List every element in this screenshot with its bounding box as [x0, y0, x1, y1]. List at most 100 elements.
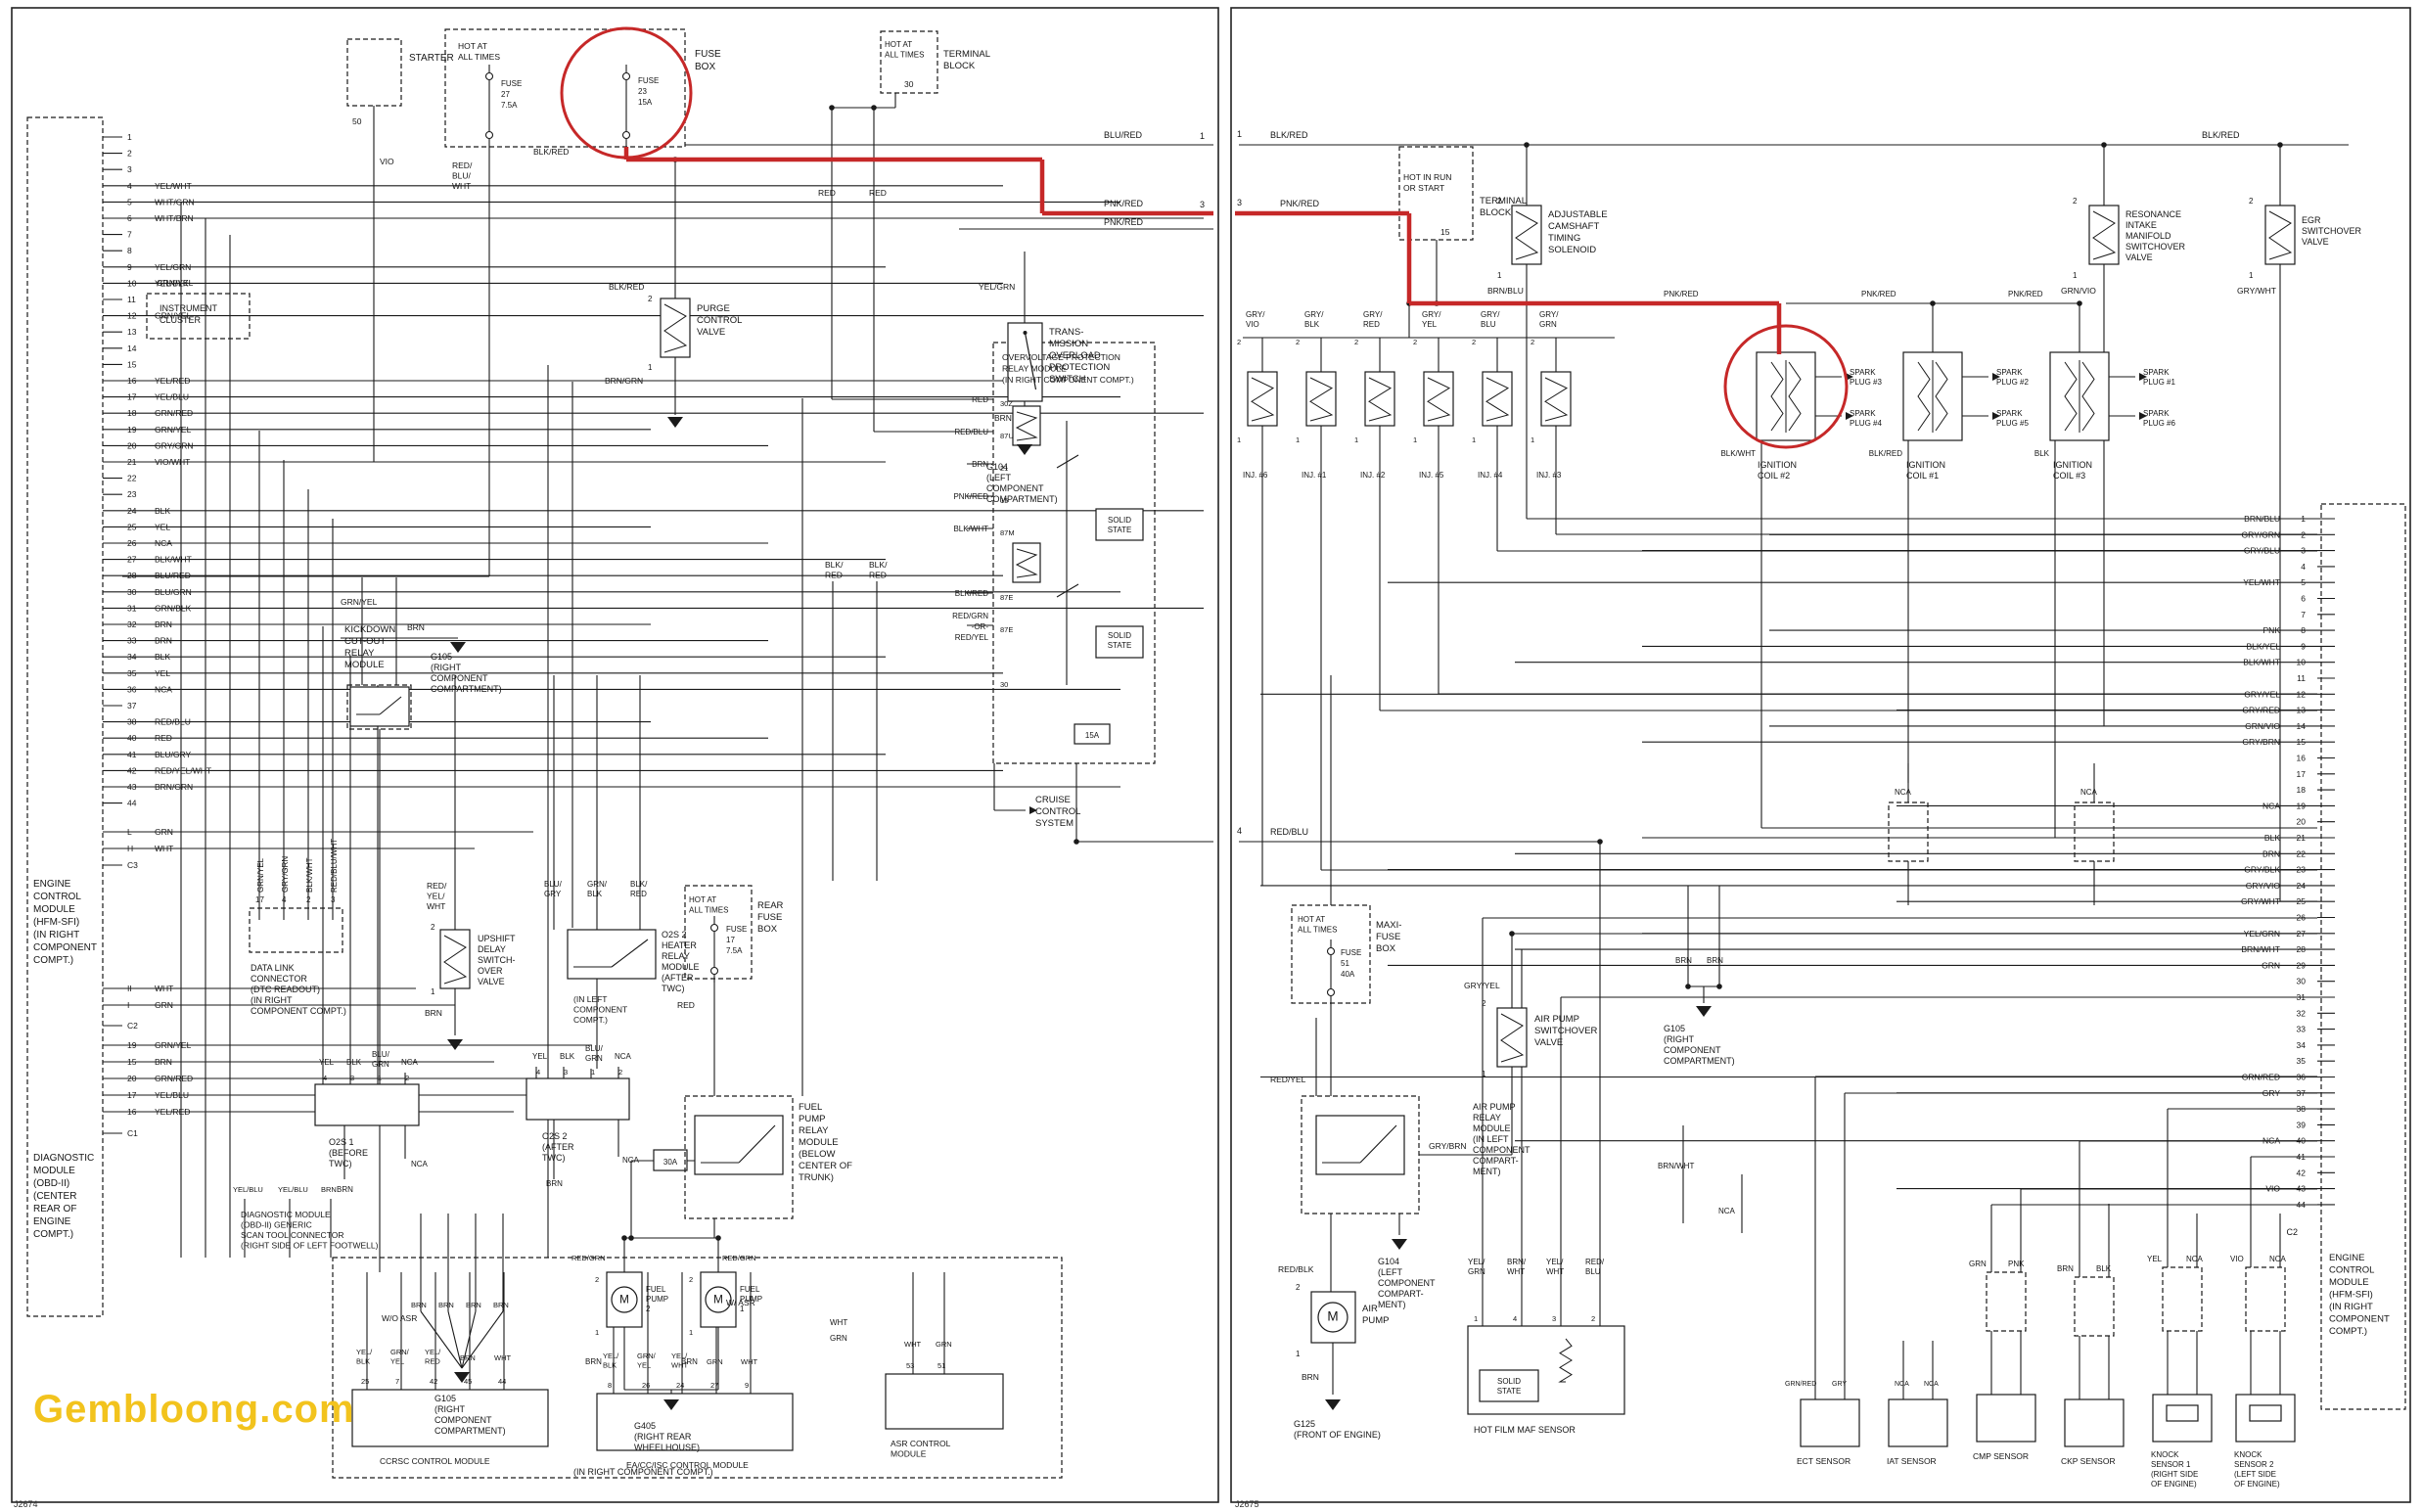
wire-label: GRN: [830, 1334, 847, 1343]
wire-label: HOT AT: [885, 40, 912, 49]
wire-label: BLK: [346, 1058, 362, 1067]
panel-border-right: [1230, 7, 2411, 1503]
wire-label: (RIGHT: [434, 1404, 465, 1414]
wire-label: 1: [1482, 1070, 1486, 1078]
wire-label: HOT IN RUN: [1403, 172, 1451, 182]
wire-label: 32: [2297, 1008, 2307, 1018]
wire-label: RED/: [427, 881, 447, 891]
wire-label: ALL TIMES: [1298, 926, 1337, 935]
wire-label: 2: [1413, 338, 1417, 346]
wire-label: OVERVOLTAGE PROTECTION: [1002, 352, 1120, 362]
component-box: [2064, 1398, 2125, 1447]
wire-label: 1: [648, 363, 653, 372]
wire-label: VALVE: [1534, 1037, 1563, 1048]
wire-label: GRY/: [1246, 310, 1265, 319]
solenoid-coil-icon: [1368, 377, 1393, 422]
wire-label: STATE: [1497, 1387, 1522, 1396]
wire-label: RED/YEL: [1270, 1075, 1306, 1084]
wire-label: CMP SENSOR: [1973, 1451, 2029, 1461]
wire-label: 3: [331, 895, 336, 904]
wire-label: 2: [648, 295, 653, 303]
wire-label: 2: [1296, 338, 1300, 346]
wire-label: 8: [127, 246, 132, 255]
wire-label: PUMP: [1362, 1315, 1389, 1326]
wire-label: 4: [282, 895, 287, 904]
component-dashed-box: [2162, 1266, 2203, 1332]
wire-label: 38: [2297, 1104, 2307, 1114]
wire-label: SPARK: [1996, 409, 2023, 418]
wire-label: WHT: [1507, 1267, 1525, 1276]
wire-label: GRY: [1832, 1381, 1847, 1388]
solenoid-coil-icon: [1511, 205, 1542, 265]
wire-label: 27: [710, 1381, 718, 1390]
wire-label: (IN RIGHT COMPONENT COMPT.): [573, 1467, 713, 1477]
wire-label: 1: [1354, 435, 1358, 444]
ground-icon: [450, 642, 466, 653]
component-box: [1976, 1394, 2036, 1443]
highlight-circle: [560, 26, 693, 160]
wire-label: MODULE: [1473, 1123, 1511, 1133]
wire-label: 4: [2301, 562, 2306, 572]
ignition-coil-icon: [1935, 361, 1948, 432]
wire-label: 2: [1296, 1283, 1301, 1292]
wire-label: FUSE: [726, 925, 747, 934]
wire-label: DATA LINK: [251, 963, 295, 973]
component-dashed-box: [2074, 1276, 2115, 1337]
wire-label: (RIGHT REAR: [634, 1432, 692, 1442]
wire-label: MAXI-: [1376, 920, 1401, 931]
wire-label: (IN LEFT: [573, 994, 607, 1004]
solenoid-coil-icon: [443, 935, 468, 985]
wire-label: (AFTER: [542, 1142, 574, 1152]
wire-label: COIL #2: [1758, 471, 1790, 481]
component-dashed-box: [346, 684, 412, 730]
wire-label: SWITCH-: [478, 955, 516, 965]
wire-label: 2: [1531, 338, 1534, 346]
wire-label: BRN: [321, 1185, 337, 1194]
wire-label: GRN: [1969, 1260, 1987, 1268]
wire-label: NCA: [1924, 1381, 1939, 1388]
wire-label: 45: [464, 1377, 472, 1386]
wire-label: (IN RIGHT: [2329, 1302, 2373, 1312]
wire-label: 20: [2297, 817, 2307, 827]
wire-label: MISSION: [1049, 339, 1088, 349]
wire-label: 3: [350, 1074, 354, 1082]
wire-label: COMPONENT: [434, 1415, 492, 1425]
relay-icon: [1315, 1115, 1405, 1175]
wire-label: BLU/RED: [1104, 130, 1143, 140]
wire-label: VIO: [1246, 320, 1259, 329]
wire-label: 44: [2297, 1200, 2307, 1210]
wire-label: WHT: [494, 1353, 511, 1362]
wire-label: SWITCHOVER: [2302, 226, 2362, 236]
wire-label: MODULE: [799, 1137, 839, 1148]
component-dashed-box: [146, 293, 251, 340]
fuse-icon: [1326, 987, 1336, 997]
wire-label: VALVE: [2125, 252, 2153, 262]
wire-label: GRN: [707, 1357, 723, 1366]
wire-label: 17: [726, 936, 735, 944]
wire-label: INTAKE: [2125, 220, 2157, 230]
wire-label: GRY/YEL: [1464, 981, 1500, 990]
wire-label: INJ. #2: [1360, 471, 1386, 480]
wire-label: BRN: [1707, 956, 1723, 965]
wire-label: 87E: [1000, 593, 1013, 602]
wire-label: 30Z: [1000, 399, 1013, 408]
wire-label: BLK/RED: [533, 147, 569, 157]
wire-label: 2: [306, 895, 311, 904]
component-box: [1095, 508, 1144, 541]
wire-label: 15: [1000, 496, 1008, 505]
wire-label: GRY/: [1422, 310, 1441, 319]
wire-label: INJ. #1: [1302, 471, 1327, 480]
wire-label: OVERLOAD: [1049, 350, 1101, 361]
wire-label: SENSOR 1: [2151, 1460, 2191, 1469]
wire-label: 11: [127, 295, 136, 304]
component-box: [526, 1077, 630, 1121]
wire-label: DIAGNOSTIC MODULE: [241, 1210, 331, 1219]
wire-label: RED/BLU/WHT: [330, 839, 339, 893]
wire-label: GRN: [1539, 320, 1557, 329]
wire-label: ALL TIMES: [885, 51, 924, 60]
wire-label: (CENTER: [33, 1191, 76, 1202]
wire-label: INJ. #6: [1243, 471, 1268, 480]
wire-label: (IN RIGHT: [251, 995, 293, 1005]
wire-label: 1: [1200, 131, 1205, 141]
wire-label: YEL: [319, 1058, 335, 1067]
